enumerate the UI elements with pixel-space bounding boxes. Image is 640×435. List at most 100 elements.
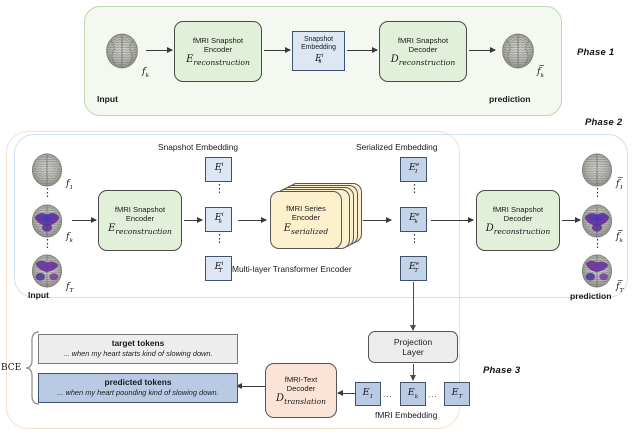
phase1-input-brain: [102, 31, 142, 71]
phase1-output-brain: [498, 31, 538, 71]
phase2-serialized-embedding-1-symbol: Ee1: [408, 162, 420, 176]
phase2-snapshot-embedding-1-symbol: Ei1: [214, 162, 224, 176]
phase2-serialized-embedding-1: Ee1: [400, 157, 427, 182]
phase2-prediction-dots-1: ⋮: [592, 187, 603, 199]
phase2-prediction-symbol-k: ~ fk: [616, 226, 624, 244]
phase1-encoder-symbol: Ereconstruction: [186, 54, 250, 68]
phase2-serialized-embedding-k-symbol: Eek: [409, 212, 420, 226]
phase1-snapshot-embedding-box: Snapshot Embedding Eik: [292, 31, 345, 71]
phase2-snapshot-embedding-title: Snapshot Embedding: [158, 142, 239, 152]
phase2-arrow-encoder-to-embeddings: [184, 216, 203, 225]
phase2-decoder-line1: fMRI Snapshot: [492, 204, 544, 214]
predicted-tokens-box: predicted tokens ... when my heart pound…: [38, 373, 238, 403]
fmri-embedding-T: ET: [444, 382, 470, 406]
phase2-input-dots-2: ⋮: [42, 238, 53, 250]
projection-layer-line1: Projection: [393, 336, 433, 347]
phase2-serialized-embedding-dots-2: ⋮: [409, 233, 420, 245]
phase2-arrow-series-encoder-to-serialized: [363, 216, 392, 225]
phase2-input-dots-1: ⋮: [42, 187, 53, 199]
phase2-snapshot-embedding-k: Eik: [205, 207, 232, 232]
phase2-prediction-symbol-1: ~ f1: [616, 173, 624, 191]
phase3-container: [6, 131, 460, 429]
fmri-embedding-ellipsis-2: ...: [428, 390, 438, 399]
fmri-embedding-1: E1: [355, 382, 381, 406]
phase1-arrow-encoder-to-embedding: [264, 46, 291, 55]
bce-loss-label: BCE: [1, 363, 22, 373]
phase2-decoder-line2: Decoder: [503, 213, 533, 223]
fmri-text-decoder-box: fMRI-Text Decoder Dtranslation: [265, 363, 337, 418]
phase1-embedding-line2: Embedding: [301, 44, 336, 52]
phase2-prediction-brain-1: [578, 151, 616, 189]
phase2-arrow-serialized-to-decoder: [431, 216, 474, 225]
phase2-input-symbol-T: fT: [66, 281, 74, 294]
phase2-encoder-line1: fMRI Snapshot: [114, 204, 166, 214]
phase1-decoder-line2: Decoder: [408, 44, 438, 54]
phase1-encoder-box: fMRI Snapshot Encoder Ereconstruction: [174, 21, 262, 82]
phase2-serialized-embedding-T: EeT: [400, 256, 427, 281]
phase1-output-label: prediction: [489, 94, 531, 104]
phase2-input-symbol-k: fk: [66, 231, 74, 244]
phase2-decoder-box: fMRI Snapshot Decoder Dreconstruction: [476, 190, 560, 251]
phase2-encoder-line2: Encoder: [125, 213, 155, 223]
phase1-output-symbol: ~ fk: [537, 61, 545, 79]
phase1-label: Phase 1: [577, 47, 615, 58]
phase1-embedding-symbol: Eik: [315, 52, 324, 66]
phase1-input-symbol: fk: [142, 66, 150, 79]
phase1-arrow-decoder-to-output: [469, 46, 496, 55]
phase2-series-encoder-box: fMRI Series Encoder Eserialized: [270, 191, 342, 249]
target-tokens-title: target tokens: [111, 338, 165, 348]
phase2-prediction-symbol-T: ~ fT: [616, 276, 624, 294]
phase2-input-brain-T: [28, 252, 66, 290]
phase2-snapshot-embedding-1: Ei1: [205, 157, 232, 182]
fmri-text-decoder-symbol: Dtranslation: [276, 393, 326, 407]
phase2-decoder-symbol: Dreconstruction: [485, 223, 551, 237]
phase2-input-brain-k: [28, 202, 66, 240]
phase2-series-encoder-line1: fMRI Series: [286, 204, 326, 214]
phase2-series-encoder-caption: Multi-layer Transformer Encoder: [232, 264, 352, 274]
phase2-prediction-brain-T: [578, 252, 616, 290]
fmri-embedding-title: fMRI Embedding: [375, 410, 438, 420]
target-tokens-box: target tokens ... when my heart starts k…: [38, 334, 238, 364]
phase2-snapshot-embedding-T-symbol: EiT: [214, 261, 224, 275]
predicted-tokens-title: predicted tokens: [104, 377, 172, 387]
fmri-embedding-1-symbol: E1: [362, 386, 374, 400]
phase3-arrow-projection-to-embedding: [409, 364, 417, 381]
phase2-label: Phase 2: [585, 117, 623, 128]
phase2-serialized-embedding-title: Serialized Embedding: [356, 142, 438, 152]
phase2-prediction-brain-k: [578, 202, 616, 240]
phase2-arrow-embeddings-to-series-encoder: [238, 216, 267, 225]
phase1-encoder-line2: Encoder: [203, 44, 233, 54]
fmri-embedding-k-symbol: Ek: [407, 386, 419, 400]
phase1-arrow-input-to-encoder: [146, 46, 173, 55]
phase3-arrow-decoder-to-predicted-tokens: [236, 382, 265, 391]
fmri-text-decoder-line1: fMRI-Text: [284, 374, 318, 384]
phase2-input-symbol-1: f1: [66, 178, 74, 191]
phase1-encoder-line1: fMRI Snapshot: [192, 35, 244, 45]
fmri-embedding-k: Ek: [400, 382, 426, 406]
phase1-input-label: Input: [97, 94, 118, 104]
phase1-decoder-symbol: Dreconstruction: [390, 54, 456, 68]
target-tokens-text: ... when my heart starts kind of slowing…: [63, 348, 213, 358]
phase2-series-encoder-symbol: Eserialized: [283, 222, 329, 236]
phase2-serialized-embedding-k: Eek: [400, 207, 427, 232]
phase2-serialized-embedding-dots-1: ⋮: [409, 183, 420, 195]
bce-brace-icon: [25, 331, 40, 405]
predicted-tokens-text: ... when my heart pounding kind of slowi…: [57, 387, 219, 397]
phase2-prediction-label: prediction: [570, 291, 612, 301]
phase2-input-label: Input: [28, 290, 49, 300]
phase2-snapshot-embedding-dots-1: ⋮: [214, 183, 225, 195]
projection-layer-line2: Layer: [402, 347, 424, 357]
phase3-arrow-serialized-to-projection: [409, 282, 417, 331]
phase3-label: Phase 3: [483, 365, 521, 376]
phase2-container: [14, 134, 628, 298]
phase2-serialized-embedding-T-symbol: EeT: [408, 261, 420, 275]
phase2-snapshot-embedding-k-symbol: Eik: [214, 212, 224, 226]
projection-layer-box: Projection Layer: [368, 331, 458, 363]
fmri-text-decoder-line2: Decoder: [286, 383, 316, 393]
phase3-arrow-embedding-to-text-decoder: [337, 389, 355, 398]
phase2-input-brain-1: [28, 151, 66, 189]
phase1-arrow-embedding-to-decoder: [347, 46, 378, 55]
phase1-decoder-box: fMRI Snapshot Decoder Dreconstruction: [379, 21, 467, 82]
phase2-snapshot-embedding-dots-2: ⋮: [214, 233, 225, 245]
